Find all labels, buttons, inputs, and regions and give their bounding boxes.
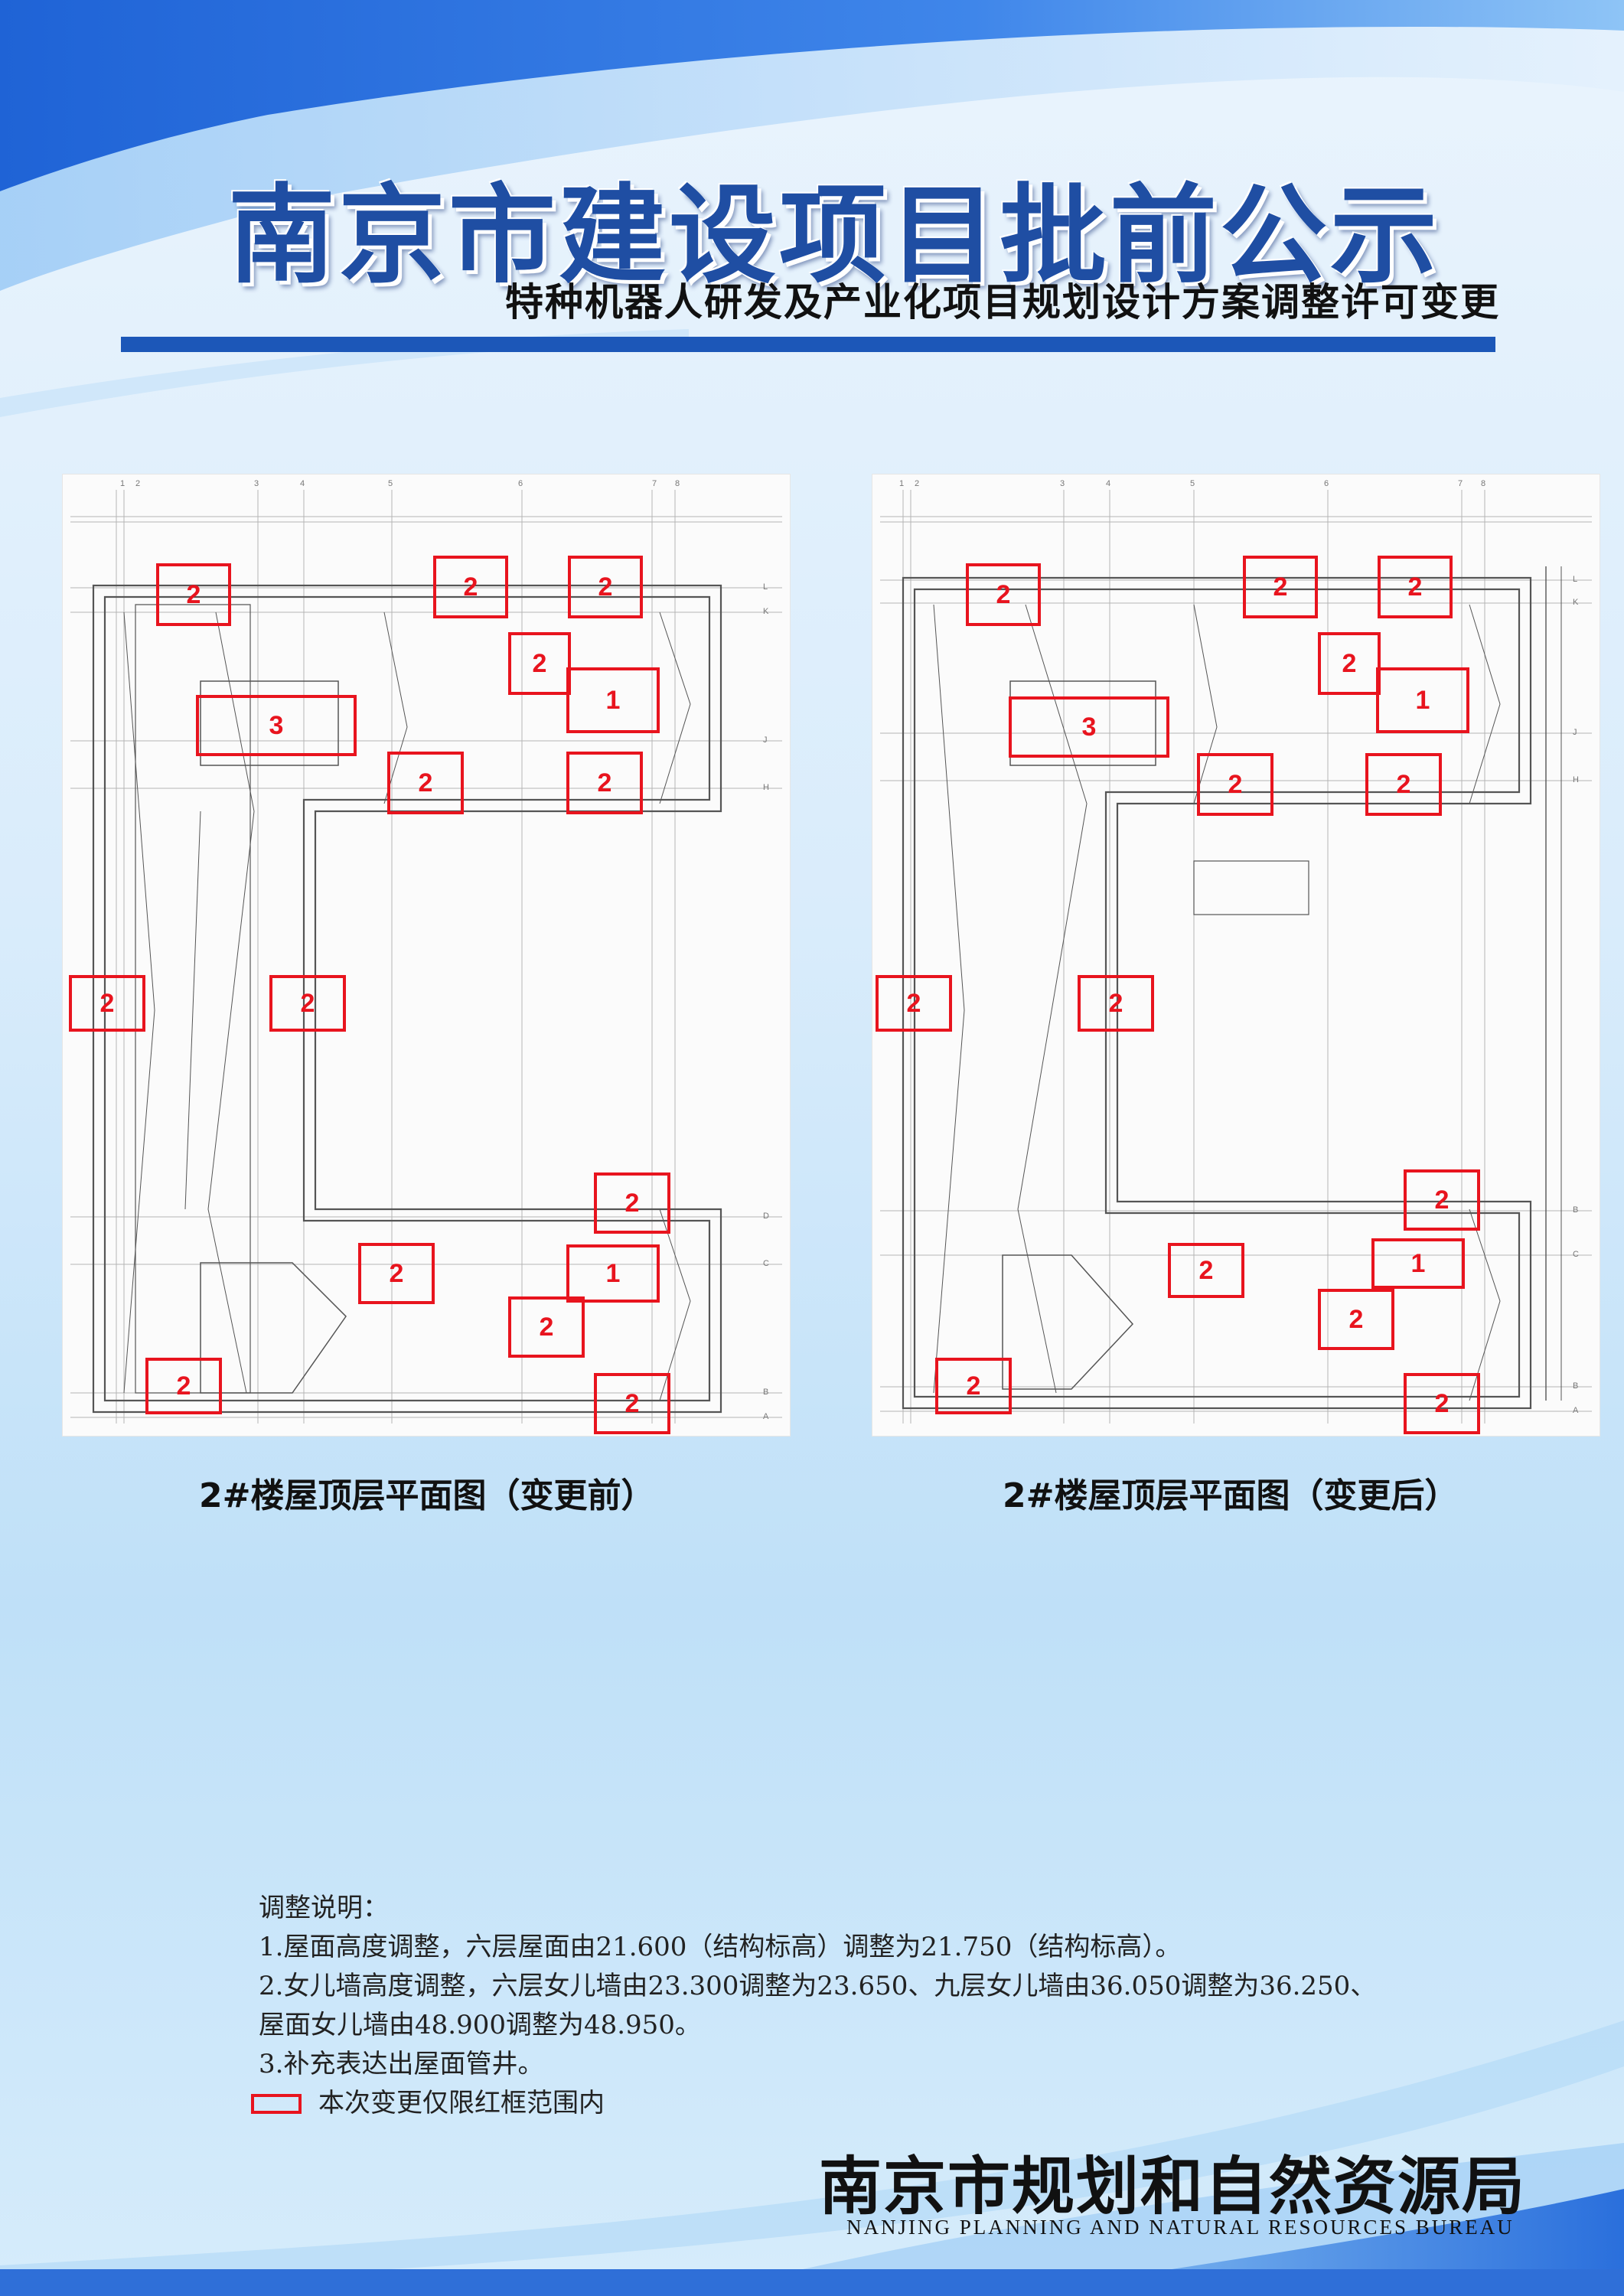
svg-text:B: B <box>763 1388 768 1397</box>
change-marker: 2 <box>1168 1243 1244 1298</box>
svg-text:H: H <box>1573 775 1579 784</box>
svg-text:4: 4 <box>1106 479 1110 488</box>
svg-text:K: K <box>763 607 769 616</box>
svg-text:4: 4 <box>300 479 305 488</box>
change-marker: 2 <box>566 752 643 814</box>
change-marker: 2 <box>1318 632 1381 695</box>
svg-text:C: C <box>763 1259 769 1268</box>
svg-text:8: 8 <box>1481 479 1485 488</box>
change-marker: 1 <box>1376 667 1469 733</box>
change-marker: 2 <box>145 1358 222 1414</box>
page-title: 南京市建设项目批前公示 <box>227 173 1440 298</box>
notes-heading: 调整说明： <box>259 1893 389 1923</box>
change-marker: 2 <box>508 632 571 695</box>
change-marker: 2 <box>935 1358 1012 1414</box>
change-marker: 1 <box>566 667 660 733</box>
bureau-name-cn: 南京市规划和自然资源局 <box>819 2150 1527 2223</box>
change-marker: 2 <box>594 1373 670 1434</box>
adjustment-notes: 调整说明： 1.屋面高度调整，六层屋面由21.600（结构标高）调整为21.75… <box>251 1889 1377 2123</box>
change-marker: 3 <box>1009 696 1169 758</box>
svg-text:D: D <box>763 1212 769 1221</box>
svg-text:7: 7 <box>1458 479 1463 488</box>
svg-text:H: H <box>763 783 769 792</box>
change-marker: 2 <box>1404 1169 1480 1231</box>
change-marker: 2 <box>594 1172 670 1234</box>
legend: 本次变更仅限红框范围内 <box>251 2084 1376 2123</box>
svg-text:6: 6 <box>518 479 523 488</box>
red-frame-legend-icon <box>251 2093 302 2114</box>
svg-text:A: A <box>1573 1406 1579 1415</box>
svg-text:1: 1 <box>899 479 904 488</box>
change-marker: 2 <box>387 752 464 814</box>
change-marker: 2 <box>1197 753 1273 816</box>
notes-line: 屋面女儿墙由48.900调整为48.950。 <box>259 2010 701 2040</box>
svg-text:K: K <box>1573 598 1579 607</box>
bureau-name-en: NANJING PLANNING AND NATURAL RESOURCES B… <box>846 2216 1515 2239</box>
svg-text:J: J <box>1573 728 1577 737</box>
notes-line: 3.补充表达出屋面管井。 <box>259 2049 544 2079</box>
change-marker: 2 <box>1318 1289 1394 1350</box>
change-marker: 2 <box>433 556 508 618</box>
change-marker: 2 <box>69 975 145 1032</box>
svg-text:5: 5 <box>1190 479 1195 488</box>
legend-label: 本次变更仅限红框范围内 <box>318 2088 605 2118</box>
svg-text:7: 7 <box>652 479 657 488</box>
svg-text:L: L <box>1573 575 1577 584</box>
change-marker: 3 <box>196 695 357 756</box>
change-marker: 2 <box>568 556 643 618</box>
svg-text:B: B <box>1573 1381 1578 1391</box>
change-marker: 2 <box>508 1296 585 1358</box>
change-marker: 2 <box>1378 556 1453 618</box>
change-marker: 1 <box>1371 1238 1465 1289</box>
svg-text:L: L <box>763 582 768 592</box>
change-marker: 2 <box>1243 556 1318 618</box>
change-marker: 2 <box>156 563 231 626</box>
page-subtitle: 特种机器人研发及产业化项目规划设计方案调整许可变更 <box>505 280 1500 325</box>
svg-text:3: 3 <box>1060 479 1065 488</box>
svg-text:B: B <box>1573 1205 1578 1215</box>
change-marker: 2 <box>1365 753 1442 816</box>
change-marker: 2 <box>1404 1373 1480 1434</box>
svg-text:8: 8 <box>675 479 680 488</box>
svg-text:J: J <box>763 735 768 745</box>
svg-text:2: 2 <box>915 479 919 488</box>
svg-text:C: C <box>1573 1250 1579 1259</box>
change-marker: 2 <box>1078 975 1154 1032</box>
change-marker: 2 <box>358 1243 435 1304</box>
change-marker: 2 <box>966 563 1041 626</box>
svg-text:2: 2 <box>135 479 140 488</box>
svg-text:3: 3 <box>254 479 259 488</box>
svg-text:A: A <box>763 1412 769 1421</box>
notes-line: 1.屋面高度调整，六层屋面由21.600（结构标高）调整为21.750（结构标高… <box>259 1932 1182 1962</box>
change-marker: 2 <box>269 975 346 1032</box>
plan-caption-after: 2#楼屋顶层平面图（变更后） <box>1003 1476 1459 1515</box>
notes-line: 2.女儿墙高度调整，六层女儿墙由23.300调整为23.650、九层女儿墙由36… <box>259 1971 1377 2001</box>
change-marker: 2 <box>876 975 952 1032</box>
plan-caption-before: 2#楼屋顶层平面图（变更前） <box>199 1476 655 1515</box>
title-divider-bar <box>121 337 1495 352</box>
change-marker: 1 <box>566 1244 660 1303</box>
svg-text:1: 1 <box>120 479 125 488</box>
svg-text:6: 6 <box>1324 479 1329 488</box>
svg-text:5: 5 <box>388 479 393 488</box>
